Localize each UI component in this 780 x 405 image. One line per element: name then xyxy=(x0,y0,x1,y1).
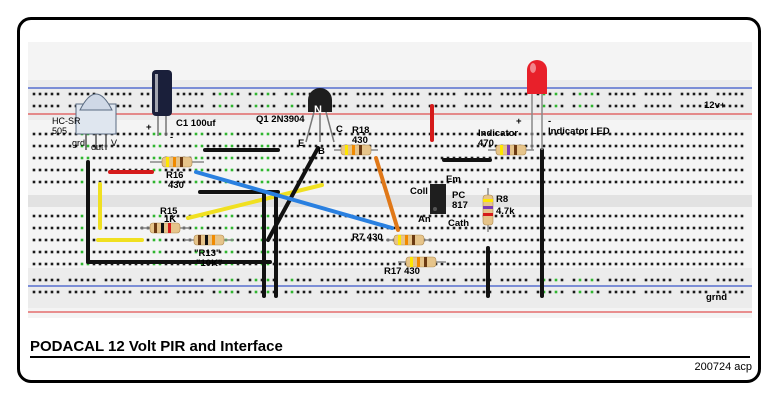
component-labels: 12v+ grnd HC-SR 505 grd out V C1 100uf +… xyxy=(52,100,727,303)
title-underline xyxy=(30,356,750,358)
opto-pc-label: PC xyxy=(452,190,465,201)
q1-collector-label: C xyxy=(336,124,343,135)
q1-base-label: B xyxy=(318,146,325,157)
r7-label: R7 430 xyxy=(352,232,383,243)
indicator-led xyxy=(527,60,547,150)
r8-value-label: 4.7k xyxy=(496,206,515,217)
jumper-wires xyxy=(86,104,544,298)
optocoupler-pc817 xyxy=(430,184,446,214)
pir-sensor xyxy=(75,93,117,150)
c1-plus-label: + xyxy=(146,122,152,133)
diagram-footnote: 200724 acp xyxy=(694,361,753,373)
opto-coll-label: Coll xyxy=(410,186,428,197)
pir-pin-gnd-label: grd xyxy=(72,138,85,148)
led-label: Indicator LED xyxy=(548,126,610,137)
pir-pin-out-label: out xyxy=(91,142,104,152)
opto-817-label: 817 xyxy=(452,200,468,211)
c1-label: C1 100uf xyxy=(176,118,216,129)
diagram-frame xyxy=(17,17,761,383)
r13-value-label: "10K" xyxy=(196,258,222,269)
r15-value-label: 1K xyxy=(164,214,176,225)
r17-label: R17 430 xyxy=(384,266,420,277)
r18-name-label: R18 xyxy=(352,125,369,136)
led-minus-label: - xyxy=(548,116,551,127)
r16-name-label: R16 xyxy=(166,170,183,181)
r13-name-label: "R13" xyxy=(194,248,220,259)
pir-pin-v-label: V xyxy=(111,138,117,148)
top-power-strip xyxy=(28,80,752,120)
q1-emitter-label: E xyxy=(298,138,304,149)
r8-name-label: R8 xyxy=(496,194,508,205)
r15-name-label: R15 xyxy=(160,206,178,217)
r16-value-label: 430 xyxy=(168,180,184,191)
c1-minus-label: - xyxy=(170,132,173,143)
bottom-power-strip xyxy=(28,268,752,308)
resistor-r18 xyxy=(334,144,378,156)
opto-em-label: Em xyxy=(446,174,461,185)
indicator-resistor-value-label: 470 xyxy=(478,138,494,149)
top-rail-label: 12v+ xyxy=(704,100,726,111)
wire-yellow-diagonal xyxy=(186,183,324,220)
diagram-title: PODACAL 12 Volt PIR and Interface xyxy=(30,338,283,355)
resistor-r16 xyxy=(150,156,204,168)
resistor-indicator xyxy=(488,144,534,156)
wire-blue-diagonal xyxy=(194,170,394,230)
capacitor-c1 xyxy=(152,70,172,136)
breadboard-holes xyxy=(32,92,744,294)
resistor-r8 xyxy=(482,188,494,232)
wire-orange xyxy=(374,156,400,232)
q1-type-label: N xyxy=(314,104,322,116)
led-plus-label: + xyxy=(516,116,522,127)
opto-an-label: An xyxy=(418,214,431,225)
transistor-q1 xyxy=(305,88,335,143)
resistor-r7 xyxy=(386,234,432,246)
resistors xyxy=(140,144,534,268)
bottom-rail-label: grnd xyxy=(706,292,727,303)
resistor-r15 xyxy=(140,222,190,234)
pir-model-label: 505 xyxy=(52,126,67,136)
indicator-resistor-name-label: Indicator xyxy=(478,128,518,139)
r18-value-label: 430 xyxy=(352,135,368,146)
resistor-r13 xyxy=(184,234,234,246)
resistor-r17 xyxy=(398,256,446,268)
opto-cath-label: Cath xyxy=(448,218,469,229)
q1-label: Q1 2N3904 xyxy=(256,114,305,125)
pir-name-label: HC-SR xyxy=(52,116,81,126)
